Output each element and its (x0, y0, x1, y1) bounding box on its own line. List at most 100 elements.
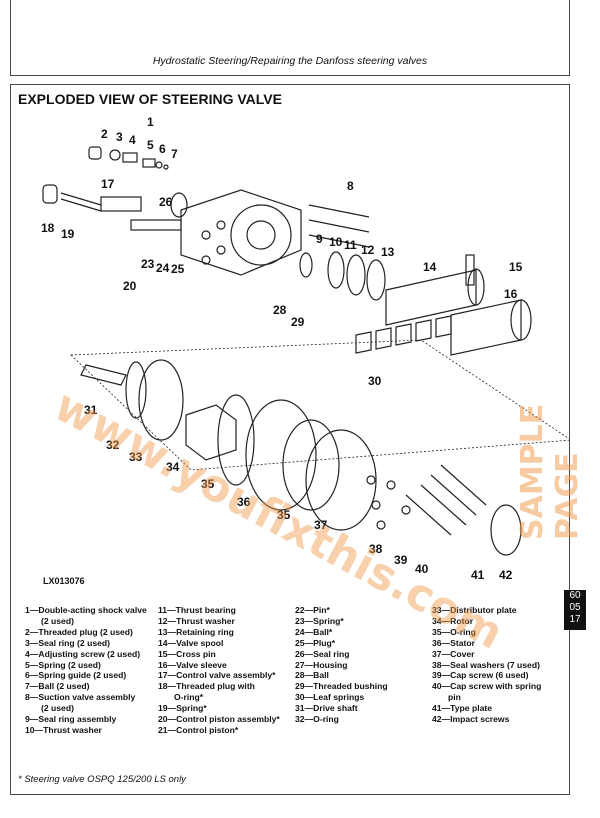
callout-41: 41 (471, 568, 485, 582)
legend-item: 35—O-ring (432, 626, 476, 637)
legend-item: 7—Ball (2 used) (25, 681, 90, 692)
legend-item: 26—Seal ring (295, 648, 350, 659)
callout-16: 16 (504, 287, 518, 301)
watermark-sample: SAMPLE PAGE (515, 403, 585, 540)
callout-13: 13 (381, 245, 395, 259)
leaf-springs (355, 315, 452, 354)
callout-26: 26 (159, 195, 173, 209)
callout-34: 34 (166, 460, 180, 474)
legend-item: 38—Seal washers (7 used) (432, 659, 540, 670)
legend-item: 17—Control valve assembly* (158, 670, 276, 681)
callout-31: 31 (84, 403, 98, 417)
callout-24: 24 (156, 261, 170, 275)
callout-8: 8 (347, 179, 354, 193)
legend-col-1: 1—Double-acting shock valve (2 used) 2—T… (25, 605, 147, 736)
callout-1: 1 (147, 115, 154, 129)
callout-12: 12 (361, 243, 375, 257)
page-number-tab: 60 05 17 (564, 590, 586, 630)
callout-35b: 35 (277, 508, 291, 522)
legend-item: 2—Threaded plug (2 used) (25, 626, 133, 637)
legend-item: 36—Stator (432, 637, 475, 648)
legend-item: pin (448, 692, 461, 703)
legend-item: 37—Cover (432, 648, 475, 659)
legend-item: 41—Type plate (432, 703, 493, 714)
header-box: Hydrostatic Steering/Repairing the Danfo… (10, 0, 570, 76)
legend-item: 27—Housing (295, 659, 348, 670)
figure-title: EXPLODED VIEW OF STEERING VALVE (18, 91, 282, 107)
callout-25: 25 (171, 262, 185, 276)
callout-6: 6 (159, 142, 166, 156)
legend-item: 29—Threaded bushing (295, 681, 388, 692)
callout-38: 38 (369, 542, 383, 556)
legend-item: 12—Thrust washer (158, 615, 235, 626)
callout-19: 19 (61, 227, 75, 241)
legend-item: 20—Control piston assembly* (158, 714, 280, 725)
callout-17: 17 (101, 177, 115, 191)
legend-item: 19—Spring* (158, 703, 207, 714)
callout-9: 9 (316, 232, 323, 246)
callout-39: 39 (394, 553, 408, 567)
callout-14: 14 (423, 260, 437, 274)
legend-col-4: 33—Distributor plate 34—Rotor 35—O-ring … (432, 605, 541, 725)
legend-item: 15—Cross pin (158, 648, 216, 659)
legend-item: 42—Impact screws (432, 714, 510, 725)
legend-col-3: 22—Pin* 23—Spring* 24—Ball* 25—Plug* 26—… (295, 605, 388, 725)
legend-item: 4—Adjusting screw (2 used) (25, 648, 141, 659)
callout-37: 37 (314, 518, 328, 532)
callout-5: 5 (147, 138, 154, 152)
legend-item: 16—Valve sleeve (158, 659, 227, 670)
legend-item: 23—Spring* (295, 615, 344, 626)
callout-36: 36 (237, 495, 251, 509)
legend-item: 28—Ball (295, 670, 329, 681)
figure-box: EXPLODED VIEW OF STEERING VALVE (10, 84, 570, 795)
lower-assembly (70, 339, 569, 556)
exploded-diagram (42, 146, 569, 556)
callout-32: 32 (106, 438, 120, 452)
callout-20: 20 (123, 279, 137, 293)
thrust-parts (299, 251, 386, 301)
legend-item: 8—Suction valve assembly (25, 692, 136, 703)
callout-11: 11 (344, 238, 357, 252)
footnote: * Steering valve OSPQ 125/200 LS only (18, 774, 186, 785)
legend-item: 24—Ball* (295, 626, 333, 637)
callout-3: 3 (116, 130, 123, 144)
legend-item: 18—Threaded plug with (158, 681, 255, 692)
callout-23: 23 (141, 257, 155, 271)
callout-4: 4 (129, 133, 136, 147)
callout-42: 42 (499, 568, 513, 582)
callout-2: 2 (101, 127, 108, 141)
legend-item: 40—Cap screw with spring (432, 681, 542, 692)
legend-item: 1—Double-acting shock valve (25, 605, 147, 615)
suction-valves (308, 204, 370, 248)
callout-35a: 35 (201, 477, 215, 491)
page-number: 17 (569, 614, 581, 625)
legend-item: 39—Cap screw (6 used) (432, 670, 529, 681)
legend-item: 9—Seal ring assembly (25, 714, 117, 725)
legend-item: 11—Thrust bearing (158, 605, 236, 615)
shock-valve-parts (42, 146, 182, 231)
spool-sleeve (385, 254, 532, 356)
callout-10: 10 (329, 235, 343, 249)
legend-item: (2 used) (41, 703, 74, 714)
legend-item: O-ring* (174, 692, 204, 703)
legend-item: 6—Spring guide (2 used) (25, 670, 127, 681)
legend-item: 3—Seal ring (2 used) (25, 637, 111, 648)
callout-29: 29 (291, 315, 305, 329)
callout-33: 33 (129, 450, 143, 464)
callout-40: 40 (415, 562, 429, 576)
callout-7: 7 (171, 147, 178, 161)
callout-18: 18 (41, 221, 55, 235)
legend-item: 32—O-ring (295, 714, 339, 725)
legend-item: 10—Thrust washer (25, 724, 102, 735)
callout-15: 15 (509, 260, 523, 274)
section-number: 60 (569, 590, 581, 601)
legend-item: 14—Valve spool (158, 637, 224, 648)
legend-item: 25—Plug* (295, 637, 336, 648)
legend-item: 31—Drive shaft (295, 703, 358, 714)
legend-item: 33—Distributor plate (432, 605, 517, 615)
housing (170, 189, 302, 276)
legend-item: 30—Leaf springs (295, 692, 365, 703)
legend-item: 21—Control piston* (158, 724, 239, 735)
legend-item: 13—Retaining ring (158, 626, 234, 637)
figure-id: LX013076 (43, 576, 85, 586)
